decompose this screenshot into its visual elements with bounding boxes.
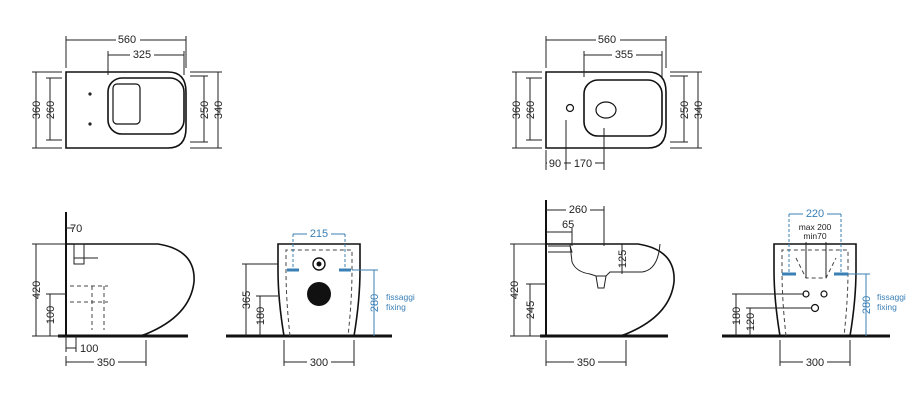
wc-top-right-depth-inner: 250 (199, 101, 211, 119)
bidet-front-supply-max: max 200 (799, 222, 832, 232)
bidet-front-fix-label-en: fixing (877, 302, 897, 312)
bidet-side-length: 350 (577, 357, 595, 369)
bidet-side-drain-height: 245 (525, 301, 537, 319)
bidet-top-width-inner: 355 (615, 49, 633, 61)
bidet-front-fix-height: 280 (861, 296, 873, 314)
bidet-front-fix-spacing: 220 (806, 208, 824, 220)
bidet-front-height-120: 120 (745, 313, 757, 331)
bidet-front-view: 220 max 200 min70 180 120 280 fissaggi f… (722, 207, 906, 369)
wc-side-outlet: 70 (70, 223, 82, 235)
wc-side-length: 350 (97, 357, 115, 369)
bidet-top-right-depth-total: 340 (693, 101, 705, 119)
wc-top-right-depth-total: 340 (213, 101, 225, 119)
wc-front-width: 300 (310, 357, 328, 369)
bidet-front-width: 300 (806, 357, 824, 369)
bidet-side-length-top: 260 (569, 204, 587, 216)
bidet-top-view: 560 355 360 260 250 340 90 170 (511, 33, 705, 170)
wc-side-height: 420 (31, 281, 43, 299)
bidet-top-depth-inner: 260 (525, 101, 537, 119)
bidet-front-fix-label-it: fissaggi (877, 292, 906, 302)
wc-top-width-inner: 325 (133, 49, 151, 61)
bidet-side-tap: 65 (562, 219, 574, 231)
bidet-top-width-total: 560 (598, 34, 616, 46)
bidet-top-right-depth-inner: 250 (679, 101, 691, 119)
wc-top-depth-total: 360 (31, 101, 43, 119)
bidet-top-offset-hole: 170 (574, 158, 592, 170)
bidet-front-height-180: 180 (731, 307, 743, 325)
bidet-front-supply-min: min70 (803, 231, 826, 241)
bidet-top-offset-left: 90 (549, 158, 561, 170)
wc-front-fix-spacing: 215 (310, 228, 328, 240)
wc-front-view: 215 365 180 280 fissaggi fixing 300 (226, 227, 415, 369)
wc-side-view: 70 420 100 100 350 (31, 212, 195, 369)
wc-top-width-total: 560 (118, 34, 136, 46)
wc-front-fix-height: 280 (369, 294, 381, 312)
wc-front-fix-label-it: fissaggi (386, 292, 415, 302)
wc-front-drain-height: 180 (255, 307, 267, 325)
bidet-top-depth-total: 360 (511, 101, 523, 119)
wc-top-depth-inner: 260 (45, 101, 57, 119)
bidet-side-rim-depth: 125 (617, 250, 629, 268)
wc-side-drain-offset: 100 (80, 343, 98, 355)
bidet-side-view: 260 65 125 420 245 350 (509, 200, 675, 369)
wc-top-view: 560 325 360 260 250 340 (31, 33, 225, 149)
wc-drain-hole-icon (307, 282, 331, 306)
bidet-side-height: 420 (509, 281, 521, 299)
wc-front-inlet-height: 365 (241, 291, 253, 309)
wc-front-fix-label-en: fixing (386, 302, 406, 312)
wc-side-drain-height: 100 (45, 306, 57, 324)
